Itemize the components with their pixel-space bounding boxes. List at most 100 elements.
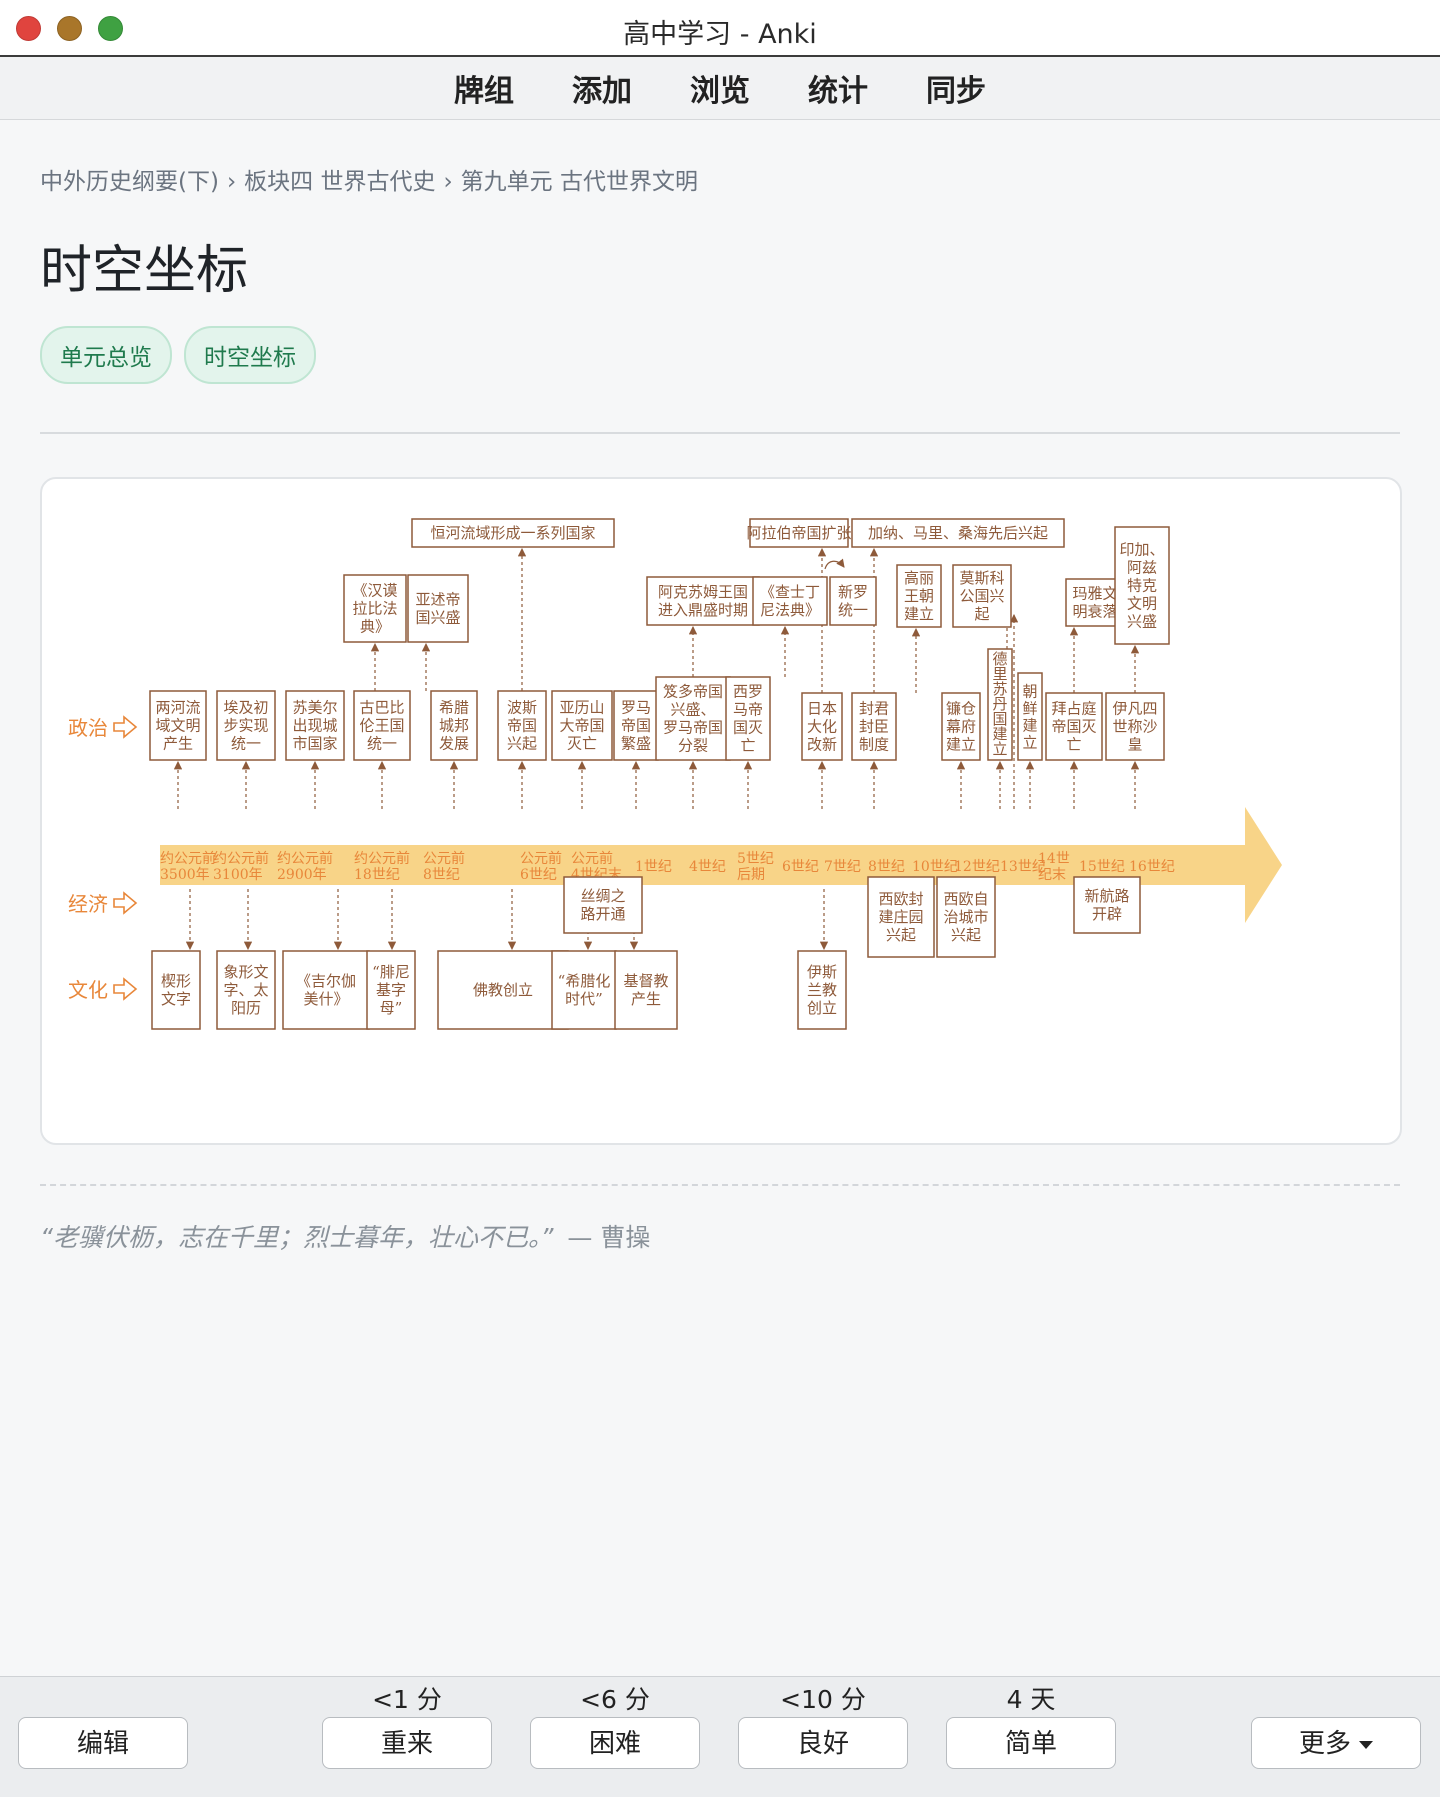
hard-button[interactable]: 困难	[530, 1717, 700, 1769]
zoom-window-button[interactable]	[98, 16, 123, 41]
politics-event-box: 新罗统一	[829, 576, 877, 626]
section-divider	[40, 432, 1400, 434]
culture-event-box: “希腊化时代”	[551, 950, 617, 1030]
era-label: 15世纪	[1079, 859, 1125, 875]
box-text: 伊凡四世称沙皇	[1112, 700, 1157, 754]
breadcrumb-item[interactable]: 板块四 世界古代史	[244, 169, 436, 195]
politics-event-box: 封君封臣制度	[851, 692, 897, 761]
box-text: 阿克苏姆王国进入鼎盛时期	[658, 583, 748, 619]
politics-event-box: 玛雅文明衰落	[1065, 578, 1125, 627]
politics-event-box: 亚述帝国兴盛	[407, 574, 469, 643]
box-text: 德里苏丹国建立	[992, 650, 1007, 758]
era-label: 5世纪后期	[737, 851, 774, 883]
breadcrumb-item[interactable]: 第九单元 古代世界文明	[460, 169, 698, 195]
box-text: 拜占庭帝国灭亡	[1051, 700, 1096, 754]
box-text: 楔形文字	[161, 972, 191, 1008]
toolbar-sync[interactable]: 同步	[926, 74, 986, 109]
politics-event-box: 两河流域文明产生	[149, 690, 207, 761]
easy-button[interactable]: 简单	[946, 1717, 1116, 1769]
box-text: 佛教创立	[473, 981, 533, 999]
box-text: 西欧自治城市兴起	[943, 890, 988, 944]
toolbar-add[interactable]: 添加	[572, 74, 632, 109]
box-text: 《汉谟拉比法典》	[352, 582, 397, 636]
era-label: 14世纪末	[1038, 851, 1070, 883]
box-text: 莫斯科公国兴起	[959, 569, 1004, 623]
quote-text: “老骥伏枥，志在千里；烈士暮年，壮心不已。”	[40, 1223, 554, 1252]
tag-unit-overview[interactable]: 单元总览	[40, 326, 172, 384]
politics-event-box: 西罗马帝国灭亡	[725, 676, 771, 761]
politics-event-box: 笈多帝国兴盛、罗马帝国分裂	[655, 676, 731, 761]
more-button-label: 更多	[1298, 1729, 1351, 1759]
box-text: 朝鲜建立	[1022, 683, 1037, 752]
again-button[interactable]: 重来	[322, 1717, 492, 1769]
era-label: 4世纪	[689, 859, 726, 875]
tag-timeline[interactable]: 时空坐标	[184, 326, 316, 384]
row-label: 政治	[68, 715, 138, 740]
toolbar-decks[interactable]: 牌组	[454, 74, 514, 109]
window-title: 高中学习 - Anki	[623, 19, 817, 50]
box-text: “腓尼基字母”	[372, 963, 410, 1017]
box-text: 苏美尔出现城市国家	[292, 699, 337, 753]
culture-event-box: 基督教产生	[614, 950, 678, 1030]
box-text: 印加、阿兹特克文明兴盛	[1119, 541, 1164, 631]
politics-event-box: 高丽王朝建立	[896, 564, 942, 628]
box-text: 《吉尔伽美什》	[296, 972, 356, 1008]
era-label: 1世纪	[635, 859, 672, 875]
answer-bar	[0, 1676, 1440, 1797]
row-label-text: 文化	[68, 978, 108, 1002]
arrow-right-icon	[113, 715, 138, 739]
box-text: 亚述帝国兴盛	[415, 591, 460, 627]
culture-event-box: 象形文字、太阳历	[216, 950, 276, 1030]
minimize-window-button[interactable]	[57, 16, 82, 41]
interval-again: <1 分	[372, 1685, 442, 1714]
box-text: 新罗统一	[838, 583, 868, 619]
close-window-button[interactable]	[16, 16, 41, 41]
interval-good: <10 分	[780, 1685, 866, 1714]
politics-event-box: 恒河流域形成一系列国家	[411, 518, 615, 548]
politics-event-box: 拜占庭帝国灭亡	[1045, 692, 1103, 761]
chevron-down-icon	[1359, 1740, 1373, 1749]
tag-list: 单元总览 时空坐标	[40, 326, 316, 384]
box-text: 西罗马帝国灭亡	[733, 683, 763, 755]
politics-event-box: 加纳、马里、桑海先后兴起	[851, 518, 1065, 548]
breadcrumb-item[interactable]: 中外历史纲要(下)	[40, 169, 219, 195]
toolbar-browse[interactable]: 浏览	[690, 74, 750, 109]
row-label: 经济	[68, 891, 138, 916]
interval-hard: <6 分	[580, 1685, 650, 1714]
era-label: 13世纪	[1000, 859, 1046, 875]
breadcrumb-separator: ›	[226, 169, 237, 195]
box-text: 亚历山大帝国灭亡	[559, 699, 604, 753]
box-text: 两河流域文明产生	[155, 699, 200, 753]
box-text: 恒河流域形成一系列国家	[430, 524, 595, 542]
politics-event-box: 朝鲜建立	[1017, 672, 1043, 761]
arrow-right-icon	[113, 977, 138, 1001]
era-label: 8世纪	[868, 859, 905, 875]
era-label: 6世纪	[782, 859, 819, 875]
era-label: 12世纪	[954, 859, 1000, 875]
window-controls	[16, 16, 123, 41]
era-label: 10世纪	[912, 859, 958, 875]
box-text: 玛雅文明衰落	[1072, 585, 1117, 621]
box-text: 加纳、马里、桑海先后兴起	[868, 524, 1048, 542]
window-titlebar: 高中学习 - Anki	[0, 0, 1440, 57]
box-text: 古巴比伦王国统一	[359, 699, 404, 753]
politics-event-box: 《汉谟拉比法典》	[343, 574, 407, 643]
box-text: 伊斯兰教创立	[807, 963, 837, 1017]
page-title: 时空坐标	[40, 241, 249, 301]
politics-event-box: 苏美尔出现城市国家	[285, 690, 345, 761]
good-button[interactable]: 良好	[738, 1717, 908, 1769]
economy-event-box: 西欧自治城市兴起	[936, 876, 996, 958]
row-label: 文化	[68, 977, 138, 1002]
toolbar-stats[interactable]: 统计	[808, 74, 868, 109]
politics-event-box: 伊凡四世称沙皇	[1105, 692, 1165, 761]
box-text: 镰仓幕府建立	[946, 700, 976, 754]
box-text: 封君封臣制度	[859, 700, 889, 754]
connector-line	[824, 558, 845, 570]
edit-button[interactable]: 编辑	[18, 1717, 188, 1769]
more-button[interactable]: 更多	[1251, 1717, 1421, 1769]
box-text: 高丽王朝建立	[904, 569, 934, 623]
